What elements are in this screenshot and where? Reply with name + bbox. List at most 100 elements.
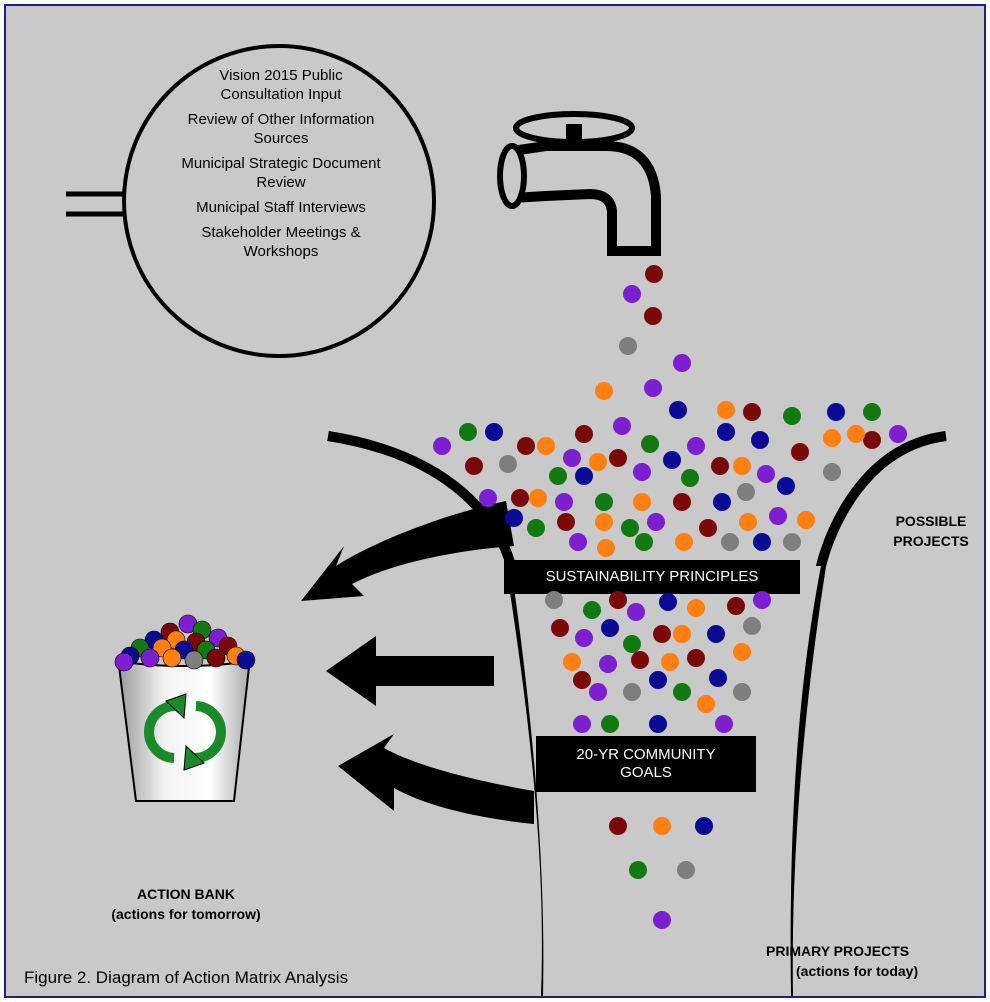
ball (757, 465, 775, 483)
bucket-icon (116, 649, 252, 802)
ball (641, 435, 659, 453)
ball (551, 619, 569, 637)
ball (653, 817, 671, 835)
ball (791, 443, 809, 461)
ball (633, 463, 651, 481)
faucet-icon (497, 111, 661, 256)
ball (649, 671, 667, 689)
sustainability-principles-label: SUSTAINABILITY PRINCIPLES (545, 568, 759, 585)
ball (717, 423, 735, 441)
ball (575, 467, 593, 485)
source-item: Municipal Staff Interviews (196, 199, 366, 216)
bucket-ball (162, 648, 182, 668)
ball (797, 511, 815, 529)
ball (751, 431, 769, 449)
ball (649, 715, 667, 733)
ball (619, 337, 637, 355)
ball (669, 401, 687, 419)
funnel (327, 431, 947, 996)
ball (575, 425, 593, 443)
source-item: Stakeholder Meetings & Workshops (201, 224, 361, 260)
ball (889, 425, 907, 443)
action-bank-label: ACTION BANK (137, 886, 235, 902)
ball (621, 519, 639, 537)
ball (681, 469, 699, 487)
bucket-balls (114, 614, 256, 672)
ball (609, 817, 627, 835)
ball (631, 651, 649, 669)
ball (595, 493, 613, 511)
ball (569, 533, 587, 551)
ball (573, 715, 591, 733)
project-balls (433, 265, 907, 929)
ball (733, 683, 751, 701)
diagram-canvas (66, 44, 947, 996)
source-item: Review of Other Information Sources (187, 111, 375, 147)
diagram-frame: Vision 2015 Public Consultation Input Re… (4, 4, 986, 998)
ball (721, 533, 739, 551)
ball (739, 513, 757, 531)
sources-list: Vision 2015 Public Consultation Input Re… (176, 66, 386, 267)
primary-projects-label: PRIMARY PROJECTS (766, 943, 910, 959)
ball (687, 649, 705, 667)
ball (644, 379, 662, 397)
ball (545, 591, 563, 609)
ball (783, 407, 801, 425)
ball (863, 403, 881, 421)
ball (563, 449, 581, 467)
possible-projects-label: POSSIBLE PROJECTS (893, 513, 969, 549)
ball (711, 457, 729, 475)
ball (707, 625, 725, 643)
ball (633, 493, 651, 511)
ball (743, 403, 761, 421)
ball (599, 655, 617, 673)
ball (777, 477, 795, 495)
ball (727, 597, 745, 615)
community-goals-band (536, 736, 756, 792)
ball (557, 513, 575, 531)
ball (733, 643, 751, 661)
ball (595, 382, 613, 400)
ball (529, 489, 547, 507)
ball (653, 911, 671, 929)
ball (433, 437, 451, 455)
ball (653, 625, 671, 643)
ball (601, 619, 619, 637)
figure-caption: Figure 2. Diagram of Action Matrix Analy… (24, 968, 349, 987)
community-goals-label: 20-YR COMMUNITY GOALS (576, 746, 716, 781)
ball (527, 519, 545, 537)
ball (575, 629, 593, 647)
ball (673, 683, 691, 701)
recycle-icon (144, 693, 226, 771)
ball (737, 483, 755, 501)
ball (459, 423, 477, 441)
ball (827, 403, 845, 421)
ball (695, 817, 713, 835)
ball (687, 599, 705, 617)
bucket-ball (140, 648, 160, 668)
ball (645, 265, 663, 283)
ball (743, 617, 761, 635)
ball (709, 669, 727, 687)
ball (623, 635, 641, 653)
ball (595, 513, 613, 531)
ball (635, 533, 653, 551)
ball (465, 457, 483, 475)
ball (479, 489, 497, 507)
ball (783, 533, 801, 551)
ball (733, 457, 751, 475)
ball (609, 449, 627, 467)
ball (555, 493, 573, 511)
ball (499, 455, 517, 473)
ball (863, 431, 881, 449)
ball (549, 467, 567, 485)
ball (847, 425, 865, 443)
ball (601, 715, 619, 733)
bucket-ball (114, 652, 134, 672)
ball (537, 437, 555, 455)
ball (629, 861, 647, 879)
ball (505, 509, 523, 527)
ball (661, 653, 679, 671)
ball (597, 539, 615, 557)
ball (485, 423, 503, 441)
